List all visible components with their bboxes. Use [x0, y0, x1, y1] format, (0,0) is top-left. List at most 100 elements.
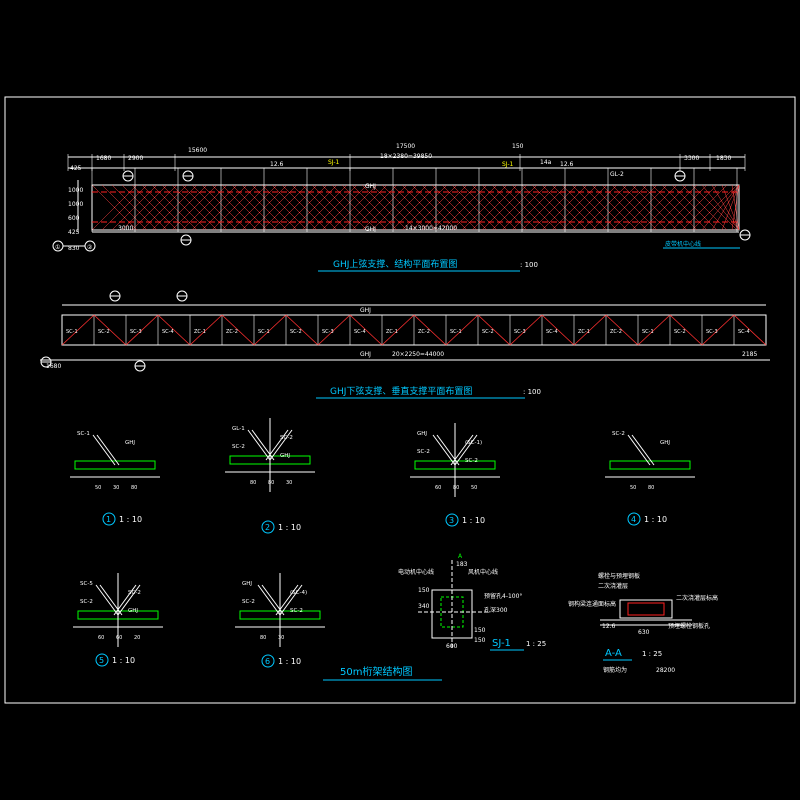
- sj1-note-depth: 孔深300: [484, 606, 508, 614]
- detail-scale: 1 : 10: [278, 657, 301, 666]
- label-ghj-bot: GHJ: [365, 226, 376, 233]
- panel-label: SC-4: [738, 329, 750, 335]
- plan-bottom-title: GHJ下弦支撑、垂直支撑平面布置图: [330, 385, 472, 397]
- dim-150: 150: [512, 143, 524, 150]
- dim-3300: 3300: [684, 155, 699, 162]
- sj1-label: SJ-1: [492, 638, 511, 649]
- panel-label: ZC-2: [226, 329, 238, 335]
- left-dim-830: 830: [68, 245, 80, 252]
- panel-label: ZC-1: [194, 329, 206, 335]
- aa-label: A-A: [605, 648, 622, 659]
- detail-dim: 30: [286, 480, 292, 486]
- detail-callouts-bottom: [40, 290, 188, 372]
- side-dim-1000b: 1000: [68, 201, 83, 208]
- detail-dim: 50: [630, 485, 636, 491]
- detail-label: SC-2: [242, 599, 255, 605]
- detail-label: GHJ: [125, 440, 135, 446]
- aa-note-5: 预埋螺栓钢板孔: [668, 622, 710, 630]
- dim-18x2380: 18×2380=39850: [380, 153, 432, 160]
- label-sj1-b: SJ-1: [502, 161, 514, 168]
- dim-3000: 3000: [118, 225, 133, 232]
- sj1-section-mark: A: [458, 553, 463, 560]
- detail-label: (SC-4): [290, 590, 307, 596]
- panel-label: SC-3: [706, 329, 718, 335]
- panel-label: SC-3: [130, 329, 142, 335]
- panel-label: SC-3: [514, 329, 526, 335]
- detail-scale: 1 : 10: [112, 656, 135, 665]
- panel-label: SC-1: [66, 329, 78, 335]
- plan-top: 425 1680 2900 15600 17500 18×2380=39850 …: [52, 143, 751, 272]
- dim-17500: 17500: [396, 143, 415, 150]
- panel-label: SC-2: [482, 329, 494, 335]
- plan-bottom-dim-1680: 1680: [46, 363, 61, 370]
- sj1-dim-150a: 150: [418, 587, 430, 594]
- detail-label: SC-2: [232, 444, 245, 450]
- detail-dim: 30: [278, 635, 284, 641]
- detail-dim: 80: [648, 485, 654, 491]
- detail-dim: 80: [453, 485, 459, 491]
- label-gl2: GL-2: [610, 171, 624, 178]
- sj1-dim-600: 600: [446, 643, 458, 650]
- detail-label: GHJ: [280, 453, 290, 459]
- panel-label: SC-4: [546, 329, 558, 335]
- detail-scale: 1 : 10: [462, 516, 485, 525]
- panel-label: SC-4: [162, 329, 174, 335]
- sj1-scale: 1 : 25: [526, 640, 546, 648]
- panel-label: ZC-1: [578, 329, 590, 335]
- sj1-note-hole: 预留孔4-100°: [484, 592, 522, 600]
- panel-label: ZC-2: [610, 329, 622, 335]
- aa-note-2: 二次浇灌层: [598, 582, 628, 590]
- panel-label: SC-1: [642, 329, 654, 335]
- plan-top-scale: : 100: [520, 261, 538, 269]
- sj1-detail: 电动机中心线 风机中心线 预留孔4-100° 孔深300 183 150 340…: [398, 553, 546, 651]
- detail-dim: 50: [95, 485, 101, 491]
- sj1-note-fan: 风机中心线: [468, 568, 498, 576]
- note-belt-centerline: 皮带机中心线: [665, 240, 701, 248]
- dim-1680: 1680: [96, 155, 111, 162]
- detail-label: SC-5: [80, 581, 93, 587]
- bracing-panels: SC-1 SC-2 SC-3 SC-4 ZC-1 ZC-2 SC-1 SC-2 SC-3 SC-4…: [61, 314, 767, 346]
- panel-label: ZC-1: [386, 329, 398, 335]
- dim-1830: 1830: [716, 155, 731, 162]
- detail-dim: 30: [113, 485, 119, 491]
- label-12-6b: 12.6: [560, 161, 574, 168]
- label-14a: 14a: [540, 159, 552, 166]
- detail-label: SC-2: [417, 449, 430, 455]
- detail-label: GL-1: [232, 426, 245, 432]
- plan-bottom: SC-1 SC-2 SC-3 SC-4 ZC-1 ZC-2 SC-1 SC-2 SC-3 SC-4…: [40, 290, 770, 399]
- panel-label: SC-2: [290, 329, 302, 335]
- aa-scale: 1 : 25: [642, 650, 662, 658]
- dim-15600: 15600: [188, 147, 207, 154]
- aa-note-4: 二次浇灌层标高: [676, 594, 718, 602]
- aa-bottom-note: 钢筋均为: [603, 666, 627, 674]
- detail-dim: 80: [260, 635, 266, 641]
- left-dim-425: 425: [68, 229, 80, 236]
- detail-label: SC-2: [290, 608, 303, 614]
- detail-dim: 50: [471, 485, 477, 491]
- dim-2900: 2900: [128, 155, 143, 162]
- detail-number: 5: [99, 656, 104, 665]
- side-dim-600: 600: [68, 215, 80, 222]
- detail-label: SC-2: [80, 599, 93, 605]
- plan-bottom-top-label: GHJ: [360, 307, 371, 314]
- panel-label: SC-4: [354, 329, 366, 335]
- detail-dim: 60: [116, 635, 122, 641]
- plan-top-title: GHJ上弦支撑、结构平面布置图: [333, 258, 457, 270]
- label-12-6a: 12.6: [270, 161, 284, 168]
- main-title: 50m桁架结构图: [340, 665, 412, 678]
- panel-label: SC-3: [322, 329, 334, 335]
- detail-number: 3: [449, 516, 454, 525]
- detail-label: GHJ: [128, 608, 138, 614]
- panel-label: SC-2: [674, 329, 686, 335]
- detail-dim: 20: [134, 635, 140, 641]
- dim-14x3000: 14×3000=42000: [405, 225, 457, 232]
- plan-bottom-dim-2185: 2185: [742, 351, 757, 358]
- axis-label-1: ①: [55, 244, 60, 251]
- section-aa: 螺栓与预埋钢板 二次浇灌层 钢构梁连通面标高 二次浇灌层标高 预埋螺栓钢板孔 6…: [568, 572, 718, 674]
- plan-bottom-bottom-label: GHJ: [360, 351, 371, 358]
